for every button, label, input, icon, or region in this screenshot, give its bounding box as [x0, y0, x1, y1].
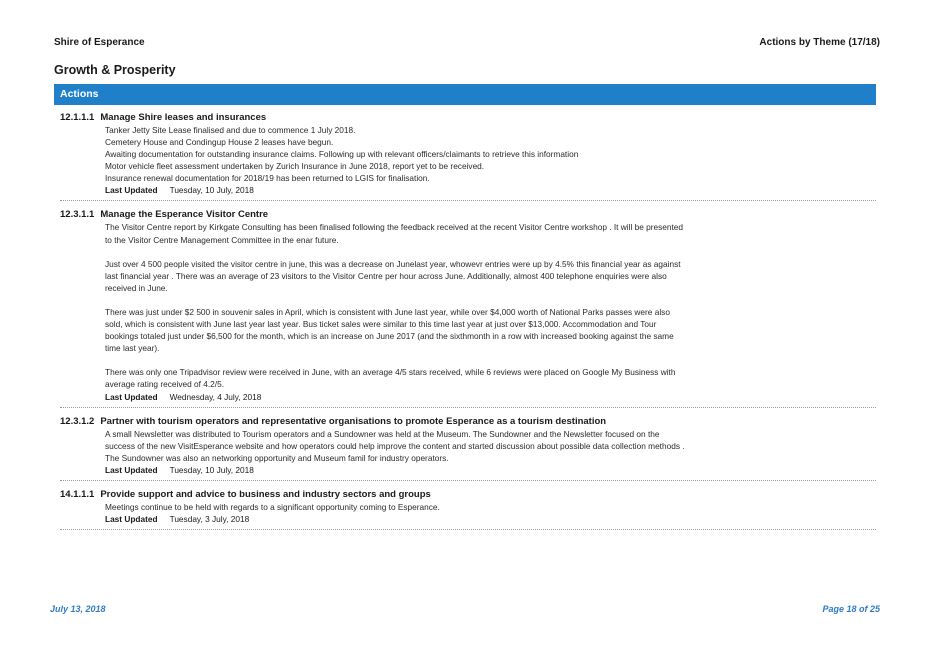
- action-heading: 14.1.1.1 Provide support and advice to bu…: [60, 489, 876, 500]
- action-paragraph: Just over 4 500 people visited the visit…: [105, 258, 681, 293]
- action-paragraph: Tanker Jetty Site Lease finalised and du…: [105, 125, 579, 184]
- action-item: 12.3.1.2 Partner with tourism operators a…: [60, 416, 876, 481]
- organisation-name: Shire of Esperance: [54, 37, 145, 48]
- last-updated: Last Updated Wednesday, 4 July, 2018: [105, 391, 876, 403]
- footer-date: July 13, 2018: [50, 604, 106, 614]
- last-updated-label: Last Updated: [105, 185, 158, 196]
- action-paragraph: There was only one Tripadvisor review we…: [105, 367, 676, 390]
- action-title: Partner with tourism operators and repre…: [100, 415, 607, 427]
- action-title: Manage Shire leases and insurances: [100, 112, 267, 123]
- action-heading: 12.1.1.1 Manage Shire leases and insuranc…: [60, 112, 876, 123]
- actions-section-header: Actions: [54, 84, 876, 105]
- last-updated-label: Last Updated: [105, 513, 158, 524]
- action-heading: 12.3.1.2 Partner with tourism operators a…: [60, 416, 876, 427]
- last-updated: Last Updated Tuesday, 10 July, 2018: [105, 184, 876, 196]
- last-updated-label: Last Updated: [105, 464, 158, 475]
- theme-title: Growth & Prosperity: [54, 63, 176, 77]
- action-paragraph: A small Newsletter was distributed to To…: [105, 428, 685, 463]
- action-body: The Visitor Centre report by Kirkgate Co…: [105, 221, 876, 402]
- action-item: 14.1.1.1 Provide support and advice to bu…: [60, 489, 876, 530]
- action-item: 12.1.1.1 Manage Shire leases and insuranc…: [60, 112, 876, 202]
- last-updated-label: Last Updated: [105, 391, 158, 402]
- action-paragraph: Meetings continue to be held with regard…: [105, 501, 440, 512]
- actions-list: 12.1.1.1 Manage Shire leases and insuranc…: [60, 110, 876, 538]
- action-heading: 12.3.1.1 Manage the Esperance Visitor Cen…: [60, 209, 876, 220]
- action-paragraph: The Visitor Centre report by Kirkgate Co…: [105, 222, 684, 245]
- action-item: 12.3.1.1 Manage the Esperance Visitor Cen…: [60, 209, 876, 408]
- last-updated-date: Tuesday, 10 July, 2018: [169, 464, 254, 475]
- last-updated-date: Wednesday, 4 July, 2018: [169, 391, 262, 402]
- last-updated-date: Tuesday, 3 July, 2018: [169, 513, 250, 524]
- action-body: Tanker Jetty Site Lease finalised and du…: [105, 124, 876, 196]
- action-body: A small Newsletter was distributed to To…: [105, 428, 876, 476]
- last-updated: Last Updated Tuesday, 10 July, 2018: [105, 464, 876, 476]
- last-updated: Last Updated Tuesday, 3 July, 2018: [105, 513, 876, 525]
- last-updated-date: Tuesday, 10 July, 2018: [169, 185, 254, 196]
- action-code: 12.1.1.1: [60, 112, 95, 123]
- action-code: 12.3.1.1: [60, 209, 95, 221]
- footer-page-number: Page 18 of 25: [822, 604, 880, 614]
- action-title: Manage the Esperance Visitor Centre: [100, 209, 269, 221]
- action-paragraph: There was just under $2 500 in souvenir …: [105, 306, 674, 354]
- report-title: Actions by Theme (17/18): [759, 37, 880, 48]
- action-title: Provide support and advice to business a…: [100, 488, 431, 500]
- action-code: 14.1.1.1: [60, 488, 95, 500]
- action-body: Meetings continue to be held with regard…: [105, 501, 876, 525]
- action-code: 12.3.1.2: [60, 415, 95, 427]
